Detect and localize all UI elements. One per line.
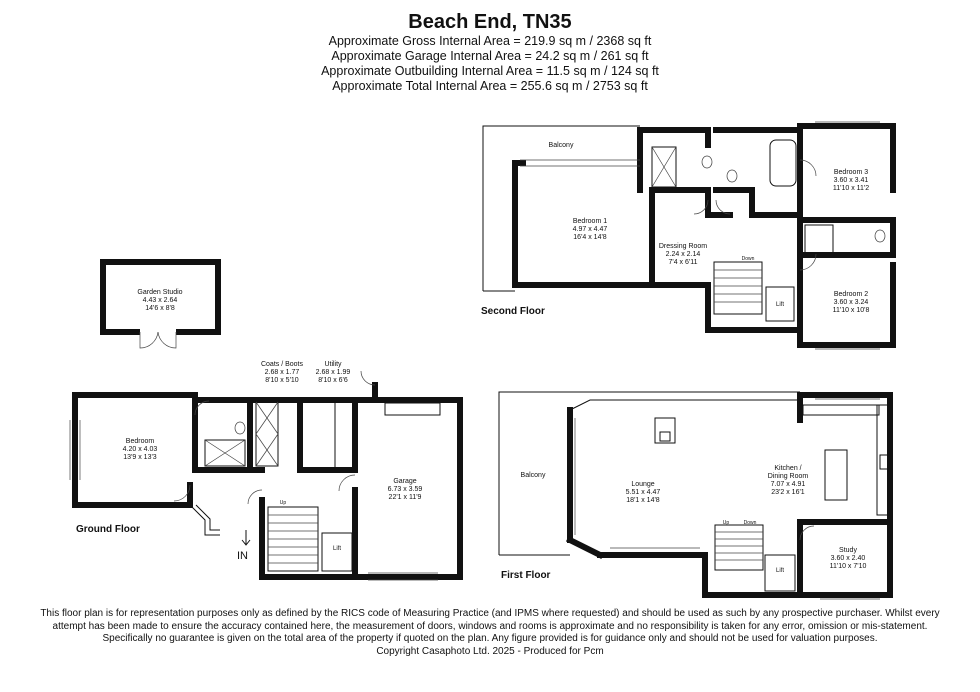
ground-floor-plan (69, 370, 463, 581)
second-floor-balcony-outline (482, 125, 640, 291)
garage-metric: 6.73 x 3.59 (388, 486, 423, 493)
shower-tray (651, 146, 677, 188)
fireplace (654, 417, 676, 444)
coats-imperial: 8'10 x 5'10 (265, 377, 299, 384)
bedroom2-imperial: 11'10 x 10'8 (833, 307, 870, 314)
bedroom3-name: Bedroom 3 (834, 169, 868, 176)
garden-studio-metric: 4.43 x 2.64 (143, 297, 178, 304)
first-floor-label: First Floor (501, 570, 551, 581)
lounge-name: Lounge (631, 481, 654, 488)
first-floor-lift (764, 554, 796, 592)
bedroom2-metric: 3.60 x 3.24 (834, 299, 869, 306)
entrance-label: IN (237, 550, 248, 562)
balcony-second-label: Balcony (549, 142, 574, 149)
plan-footer: This floor plan is for representation pu… (40, 608, 940, 658)
first-stairs-up-label: Up (723, 520, 730, 526)
bedroom1-name: Bedroom 1 (573, 218, 607, 225)
coats-name: Coats / Boots (261, 361, 304, 368)
bath (769, 139, 797, 187)
second-floor-stairs (713, 261, 763, 315)
first-lift-label: Lift (776, 568, 784, 574)
dressing-metric: 2.24 x 2.14 (666, 251, 701, 258)
bedroom1-walls (512, 160, 711, 288)
coats-metric: 2.68 x 1.77 (265, 369, 300, 376)
ground-floor-lift (321, 532, 353, 572)
study-metric: 3.60 x 2.40 (831, 555, 866, 562)
ground-bedroom-walls (72, 392, 193, 508)
bedroom3-imperial: 11'10 x 11'2 (833, 185, 869, 192)
lounge-imperial: 18'1 x 14'8 (626, 497, 660, 504)
garden-studio-plan (100, 259, 221, 349)
study-name: Study (839, 547, 857, 554)
first-floor-balcony-outline (498, 391, 800, 555)
garden-studio-name: Garden Studio (137, 289, 182, 296)
bedroom1-imperial: 16'4 x 14'8 (573, 234, 607, 241)
copyright-text: Copyright Casaphoto Ltd. 2025 - Produced… (376, 645, 604, 657)
total-area: Approximate Total Internal Area = 255.6 … (332, 79, 648, 93)
lounge-metric: 5.51 x 4.47 (626, 489, 661, 496)
kitchen-name: Kitchen / (774, 465, 801, 472)
ground-floor-label: Ground Floor (76, 524, 140, 535)
second-floor-label: Second Floor (481, 306, 545, 317)
kitchen-metric: 7.07 x 4.91 (771, 481, 806, 488)
plan-header: Beach End, TN35 Approximate Gross Intern… (0, 10, 980, 94)
ground-stairs-up-label: Up (280, 500, 287, 506)
bedroom3-metric: 3.60 x 3.41 (834, 177, 869, 184)
kitchen-name-2: Dining Room (768, 473, 809, 480)
outbuilding-area: Approximate Outbuilding Internal Area = … (321, 64, 659, 78)
ensuite-walls (637, 127, 711, 148)
garage-name: Garage (393, 478, 416, 485)
ground-bedroom-imperial: 13'9 x 13'3 (123, 454, 157, 461)
ground-lift-label: Lift (333, 546, 341, 552)
garage-imperial: 22'1 x 11'9 (389, 494, 422, 501)
ground-shower (204, 439, 246, 467)
entrance-arrow-icon (241, 530, 251, 546)
kitchen-imperial: 23'2 x 16'1 (771, 489, 805, 496)
bedroom1-metric: 4.97 x 4.47 (573, 226, 608, 233)
garage-area: Approximate Garage Internal Area = 24.2 … (331, 49, 649, 63)
garden-studio-imperial: 14'6 x 8'8 (145, 305, 175, 312)
shower-tray-2 (804, 224, 834, 254)
utility-metric: 2.68 x 1.99 (316, 369, 351, 376)
property-title: Beach End, TN35 (408, 11, 572, 33)
dressing-imperial: 7'4 x 6'11 (668, 259, 697, 266)
bedroom2-name: Bedroom 2 (834, 291, 868, 298)
second-floor-plan (482, 121, 896, 350)
second-stairs-down-label: Down (742, 256, 755, 262)
study-imperial: 11'10 x 7'10 (830, 563, 867, 570)
ground-bedroom-metric: 4.20 x 4.03 (123, 446, 158, 453)
first-floor-plan (498, 391, 893, 600)
utility-imperial: 8'10 x 6'6 (318, 377, 348, 384)
first-floor-stairs (714, 524, 764, 571)
disclaimer-text: This floor plan is for representation pu… (40, 608, 940, 644)
gross-area: Approximate Gross Internal Area = 219.9 … (328, 34, 652, 48)
dressing-name: Dressing Room (659, 243, 707, 250)
ground-bedroom-name: Bedroom (126, 438, 155, 445)
kitchen-island (824, 449, 848, 501)
second-lift-label: Lift (776, 302, 784, 308)
second-floor-lift (765, 286, 795, 322)
first-stairs-down-label: Down (744, 520, 757, 526)
hob (879, 454, 889, 470)
balcony-first-label: Balcony (521, 472, 546, 479)
utility-name: Utility (324, 361, 342, 368)
